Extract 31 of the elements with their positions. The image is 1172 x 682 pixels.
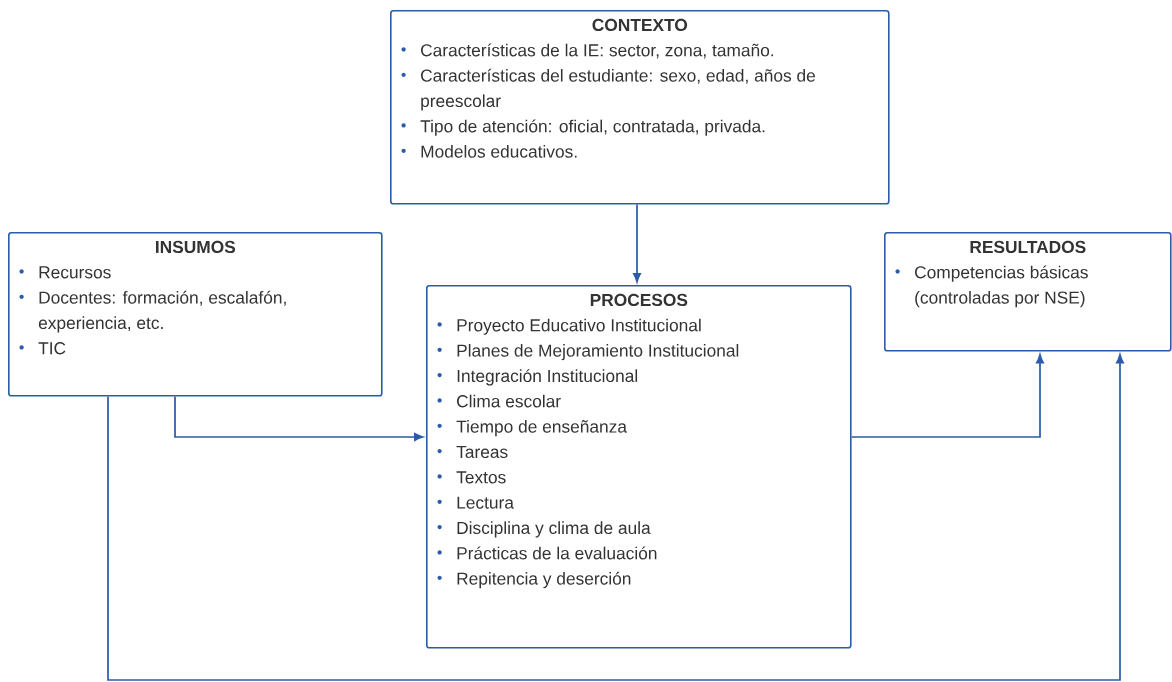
list-item: Tiempo de enseñanza <box>437 420 627 437</box>
list-item: Repitencia y deserción <box>437 571 631 589</box>
arrow <box>850 354 1044 438</box>
list-item: Recursos <box>19 266 111 279</box>
list-item: Disciplina y clima de aula <box>437 521 651 538</box>
arrow <box>107 354 1124 681</box>
list-item: Lectura <box>437 496 514 509</box>
list-item: TIC <box>19 342 66 355</box>
text-box <box>426 285 852 649</box>
list-item: Clima escolar <box>437 394 561 408</box>
box-heading: INSUMOS <box>156 240 236 254</box>
box-heading: RESULTADOS <box>970 240 1086 254</box>
list-item: Textos <box>437 471 506 484</box>
list-item: Características de la IE: sector, zona, tamaño. <box>401 43 774 59</box>
arrow <box>174 395 424 441</box>
text-box <box>8 232 383 397</box>
list-item: Integración Institucional <box>437 369 638 386</box>
list-item: Tipo de atención: oficial, contratada, privada. <box>401 119 765 136</box>
list-item: Modelos educativos. <box>401 145 577 158</box>
text-box <box>390 10 890 205</box>
box-heading: CONTEXTO <box>592 18 688 32</box>
box-heading: PROCESOS <box>590 293 688 307</box>
arrow <box>633 203 641 283</box>
text-box <box>884 232 1172 352</box>
list-item: Proyecto Educativo Institucional <box>437 318 701 335</box>
list-item: Docentes: formación, escalafón, experiencia, etc. <box>19 290 286 333</box>
list-item: Competencias básicas (controladas por NSE) <box>895 265 1088 308</box>
list-item: Características del estudiante: sexo, edad, años de preescolar <box>401 68 815 111</box>
list-item: Planes de Mejoramiento Institucional <box>437 344 739 361</box>
list-item: Prácticas de la evaluación <box>437 546 657 560</box>
list-item: Tareas <box>437 446 508 459</box>
